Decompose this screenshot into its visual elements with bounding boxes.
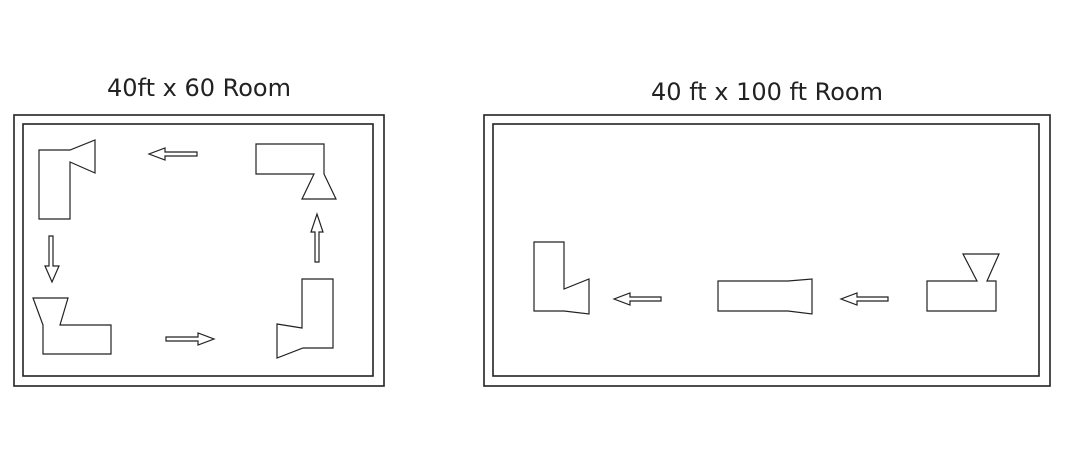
room-40x60: [13, 114, 385, 387]
arrow-up-icon: [310, 212, 324, 263]
station-right: [926, 253, 1000, 312]
machine-icon: [717, 278, 813, 315]
arrow-left-icon: [839, 292, 889, 306]
arrow-down-icon: [44, 235, 60, 284]
machine-icon: [533, 241, 590, 315]
room-inner-wall: [22, 123, 374, 377]
station-left: [533, 241, 590, 315]
station-middle: [717, 278, 813, 315]
machine-icon: [38, 139, 96, 220]
station-top-right: [255, 143, 337, 200]
room-40x100: [483, 114, 1051, 387]
station-bottom-left: [32, 297, 112, 355]
machine-icon: [926, 253, 1000, 312]
station-bottom-right: [276, 278, 334, 359]
arrow-left-icon: [147, 147, 198, 161]
machine-icon: [276, 278, 334, 359]
machine-icon: [255, 143, 337, 200]
room-inner-wall: [492, 123, 1040, 377]
machine-icon: [32, 297, 112, 355]
room-outer-wall: [13, 114, 385, 387]
room-title-40x100: 40 ft x 100 ft Room: [651, 78, 883, 106]
room-title-40x60: 40ft x 60 Room: [107, 74, 291, 102]
room-outer-wall: [483, 114, 1051, 387]
arrow-right-icon: [165, 332, 216, 346]
station-top-left: [38, 139, 96, 220]
arrow-left-icon: [612, 292, 662, 306]
